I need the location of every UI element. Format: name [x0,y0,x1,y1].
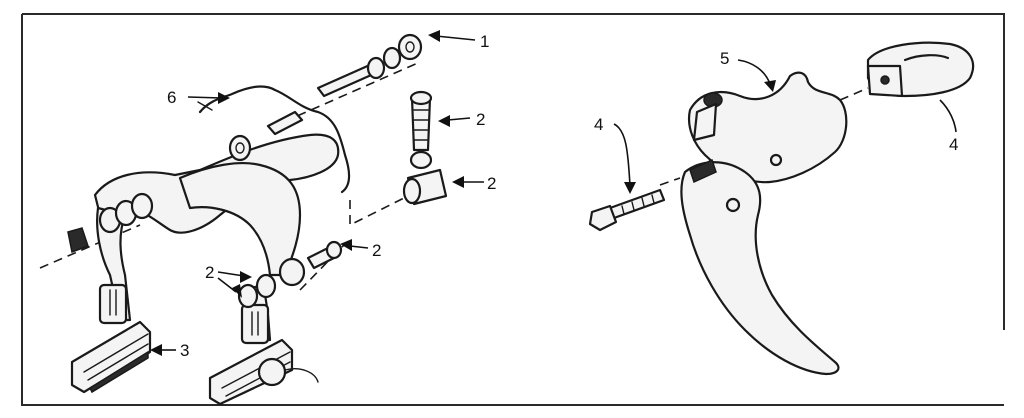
centre-pivot-bolt [316,56,386,98]
callout-5-lever-body: 5 [720,49,729,68]
callout-2-adjuster-barrel: 2 [476,110,485,129]
callout-2-washers: 2 [205,263,214,282]
pivot-washers [67,134,252,254]
callout-3-brake-shoe: 3 [180,341,189,360]
callout-4-lever-bolt: 4 [594,115,603,134]
caliper-assembly [39,33,448,406]
handlebar-clamp-band [866,41,975,98]
lever-mounting-bolt [588,188,666,232]
return-spring-wire [198,85,351,194]
cable-anchor-bolt [306,240,343,270]
brake-lever-blade [680,161,840,376]
callout-2-cable-anchor: 2 [487,174,496,193]
front-caliper-arm [178,162,302,277]
left-brake-shoe [70,320,152,394]
callout-1-brake-nut: 1 [480,32,489,51]
callout-labels: 1 6 2 2 2 2 3 4 5 [150,30,958,360]
diagram-frame [21,13,1005,406]
right-brake-shoe [208,338,319,406]
cable-adjuster-barrel [409,90,433,170]
lever-assembly [588,41,975,376]
callout-2-pivot-bolt: 2 [372,241,381,260]
pivot-stud [266,110,304,136]
lower-washers [237,257,306,309]
callout-4-clamp-band: 4 [949,135,958,154]
top-nut-and-washers [382,33,423,70]
callout-6-return-spring: 6 [167,88,176,107]
cable-carrier [402,168,448,206]
